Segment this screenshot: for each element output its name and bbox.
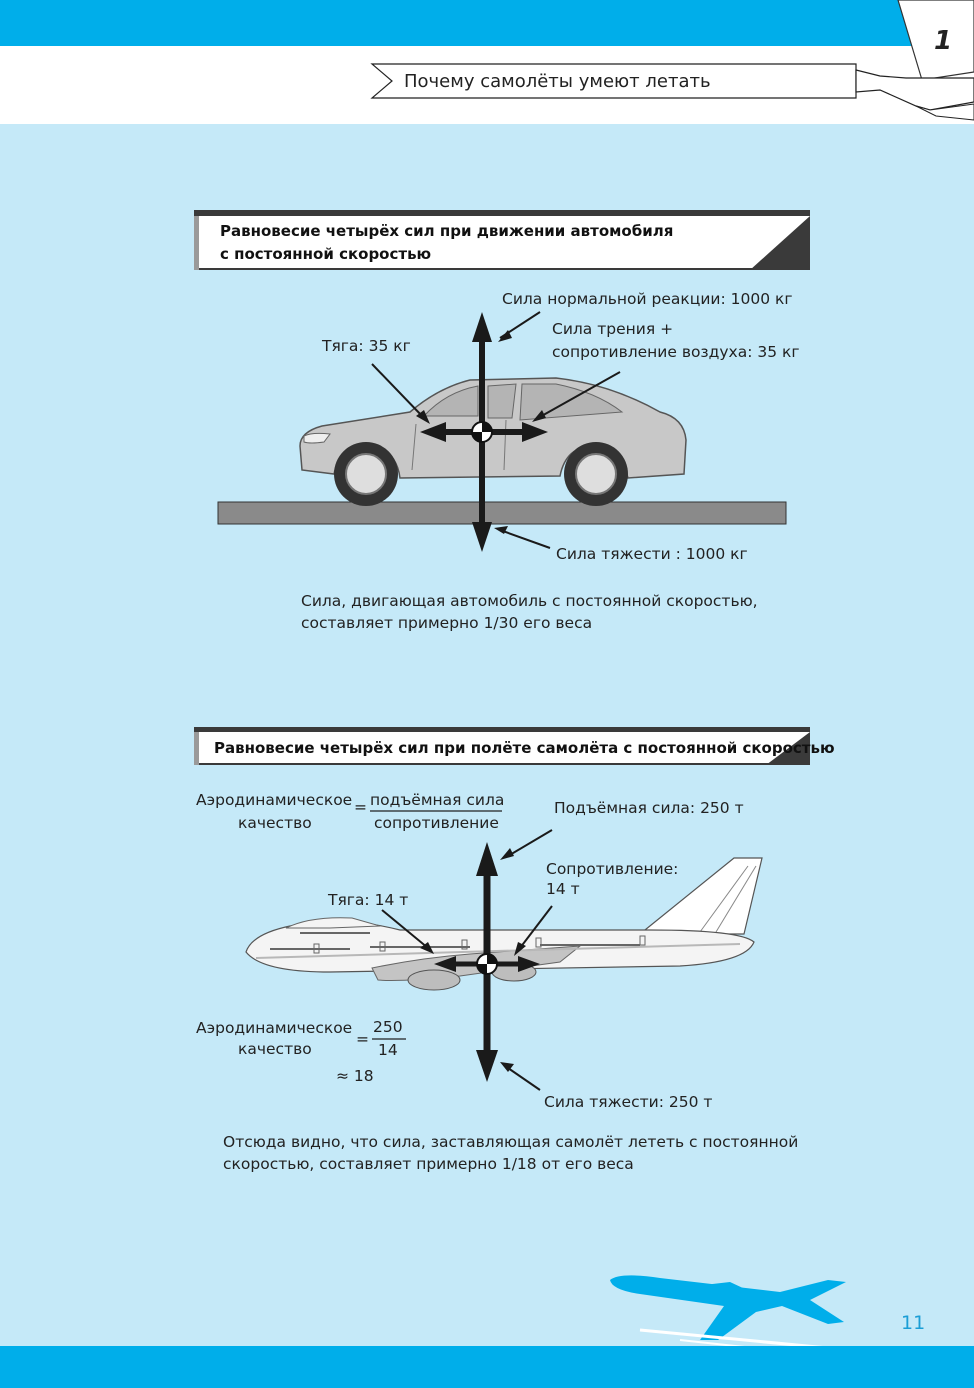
- plane-lift-label: Подъёмная сила: 250 т: [554, 797, 744, 820]
- car-normal-force-arrow: [472, 312, 492, 342]
- car-gravity-label: Сила тяжести : 1000 кг: [556, 543, 748, 566]
- plane-lift-arrow: [476, 842, 498, 876]
- formula-numerator: подъёмная сила: [370, 789, 504, 812]
- road: [218, 502, 786, 524]
- car-friction-label-line2: сопротивление воздуха: 35 кг: [552, 341, 800, 364]
- formula-denominator: сопротивление: [374, 812, 499, 835]
- car-thrust-label: Тяга: 35 кг: [322, 335, 411, 358]
- airplane-illustration: [246, 858, 762, 990]
- plane-caption-line1: Отсюда видно, что сила, заставляющая сам…: [223, 1131, 798, 1153]
- plane-section-title: Равновесие четырёх сил при полёте самолё…: [214, 737, 835, 759]
- plane-drag-label-line2: 14 т: [546, 878, 580, 901]
- formula-left-line2: качество: [238, 812, 312, 835]
- plane-caption-line2: скоростью, составляет примерно 1/18 от е…: [223, 1153, 634, 1175]
- car-gravity-arrow: [472, 522, 492, 552]
- page-number: 11: [901, 1312, 925, 1334]
- result-equals-sign: =: [356, 1028, 369, 1051]
- plane-gravity-label: Сила тяжести: 250 т: [544, 1091, 712, 1114]
- car-caption-line1: Сила, двигающая автомобиль с постоянной …: [301, 590, 758, 612]
- result-left-line1: Аэродинамическое: [196, 1017, 352, 1040]
- chapter-title: Почему самолёты умеют летать: [404, 71, 711, 92]
- wing-decoration: [856, 70, 974, 110]
- car-normal-force-label: Сила нормальной реакции: 1000 кг: [502, 288, 793, 311]
- bottom-color-band: [0, 1346, 974, 1388]
- formula-equals-sign: =: [354, 796, 367, 819]
- result-denominator: 14: [378, 1039, 398, 1062]
- plane-gravity-arrow: [476, 1050, 498, 1082]
- car-section-title-line2: с постоянной скоростью: [220, 243, 431, 265]
- car-caption-line2: составляет примерно 1/30 его веса: [301, 612, 592, 634]
- formula-left-line1: Аэродинамическое: [196, 789, 352, 812]
- plane-thrust-label: Тяга: 14 т: [328, 889, 408, 912]
- result-approximation: ≈ 18: [336, 1065, 374, 1088]
- car-friction-label-line1: Сила трения +: [552, 318, 673, 341]
- chapter-number: 1: [934, 26, 952, 56]
- car-illustration: [218, 378, 786, 524]
- result-numerator: 250: [373, 1016, 403, 1039]
- result-left-line2: качество: [238, 1038, 312, 1061]
- car-section-title-line1: Равновесие четырёх сил при движении авто…: [220, 220, 673, 242]
